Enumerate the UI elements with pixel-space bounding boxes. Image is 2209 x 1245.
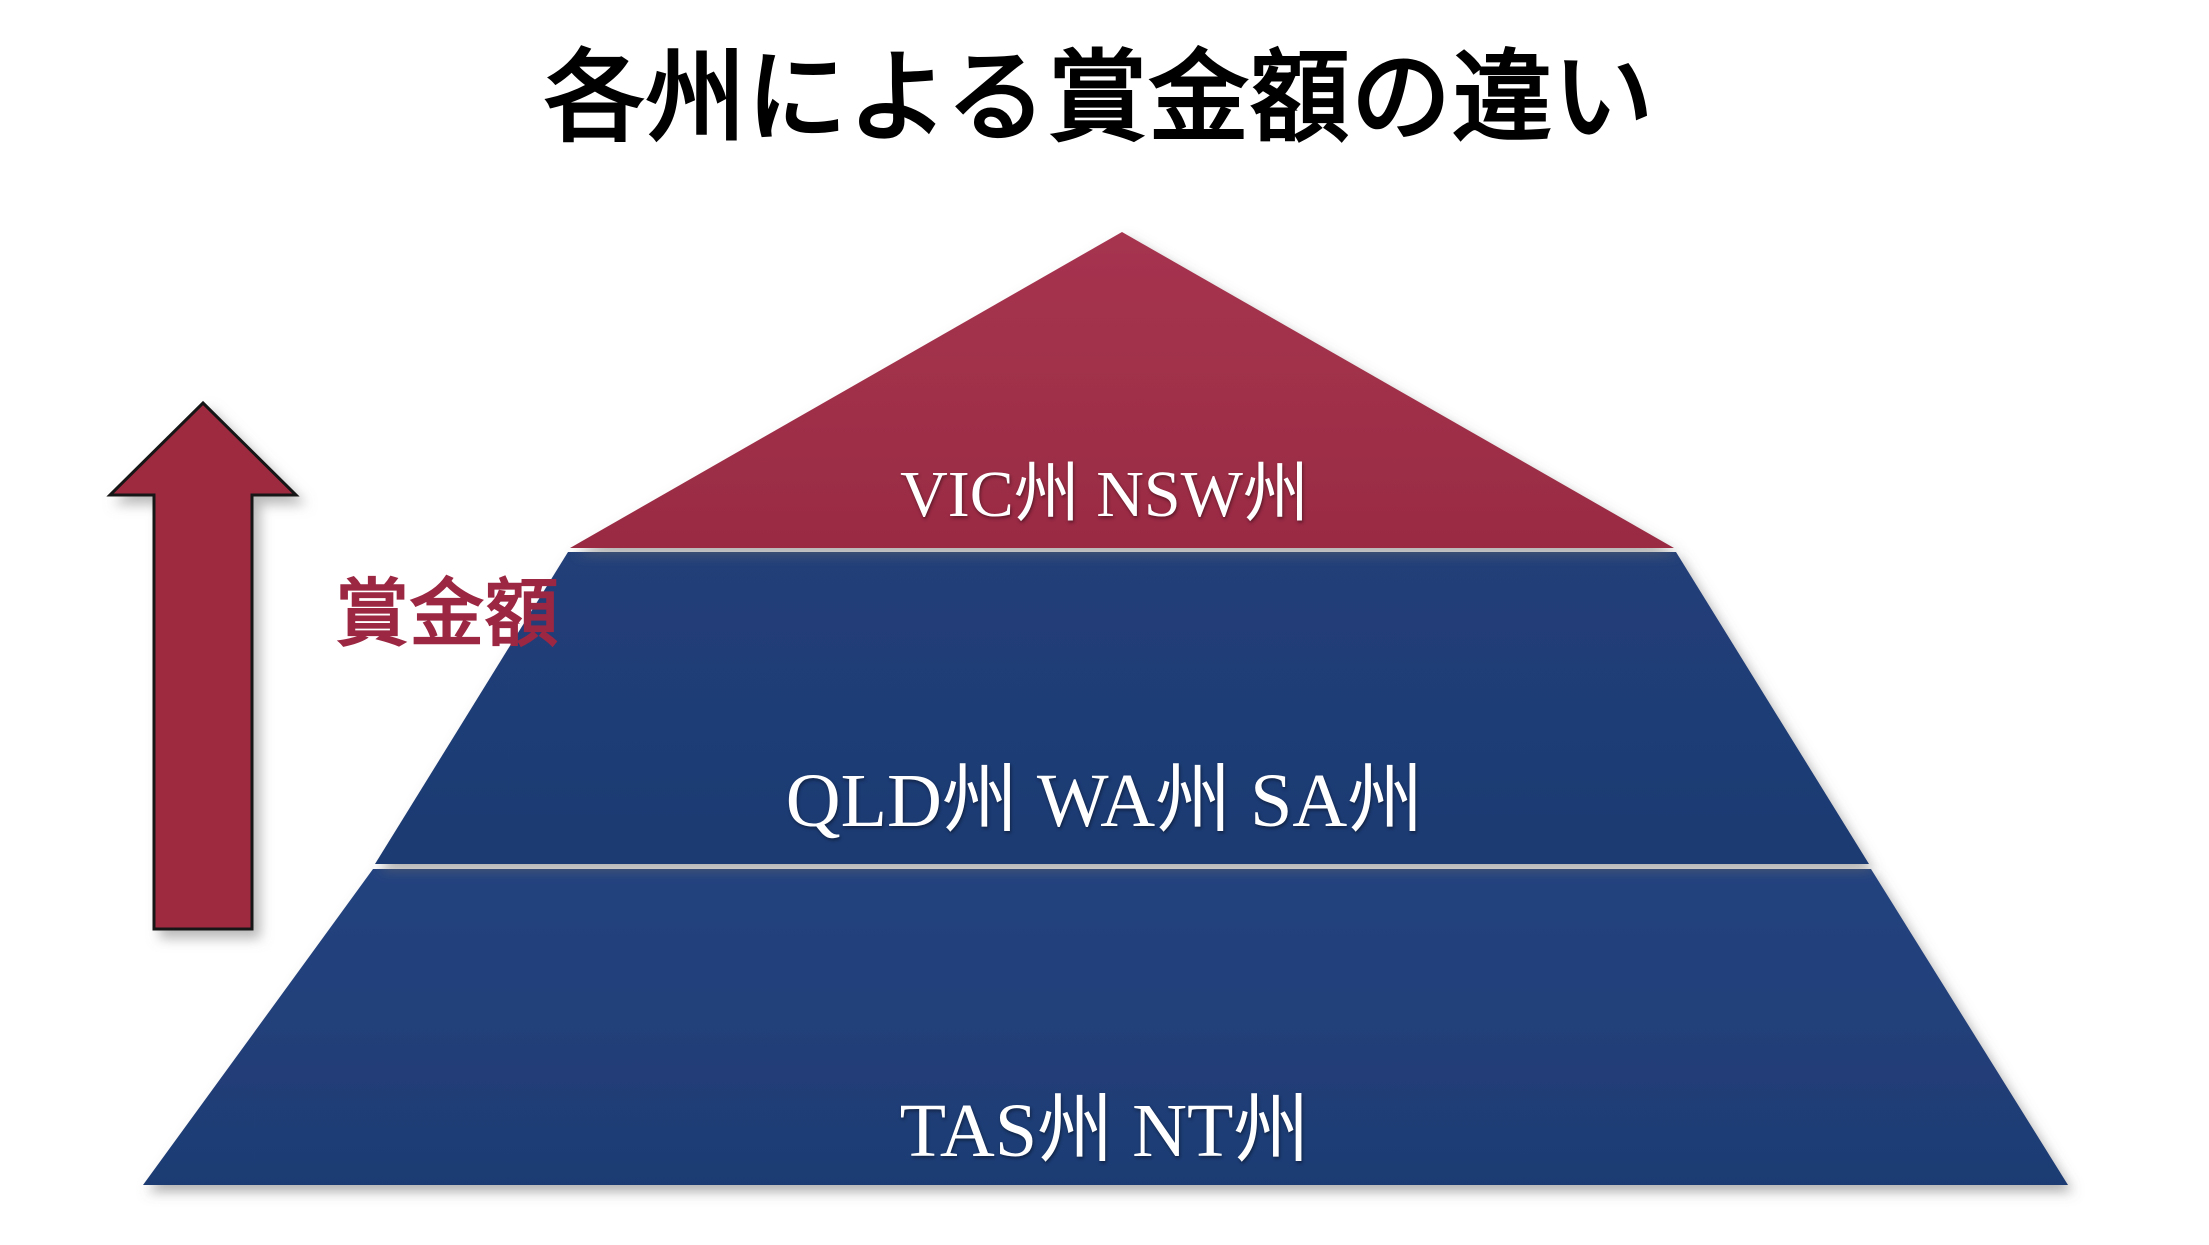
pyramid-tier-middle bbox=[375, 552, 1869, 864]
up-arrow-icon bbox=[106, 400, 300, 931]
prize-money-axis-arrow bbox=[106, 395, 318, 945]
pyramid-tier-bottom bbox=[143, 869, 2068, 1185]
axis-label-prize-money: 賞金額 bbox=[335, 574, 560, 656]
page-title: 各州による賞金額の違い bbox=[544, 43, 1655, 154]
pyramid-tier-top bbox=[570, 232, 1674, 548]
